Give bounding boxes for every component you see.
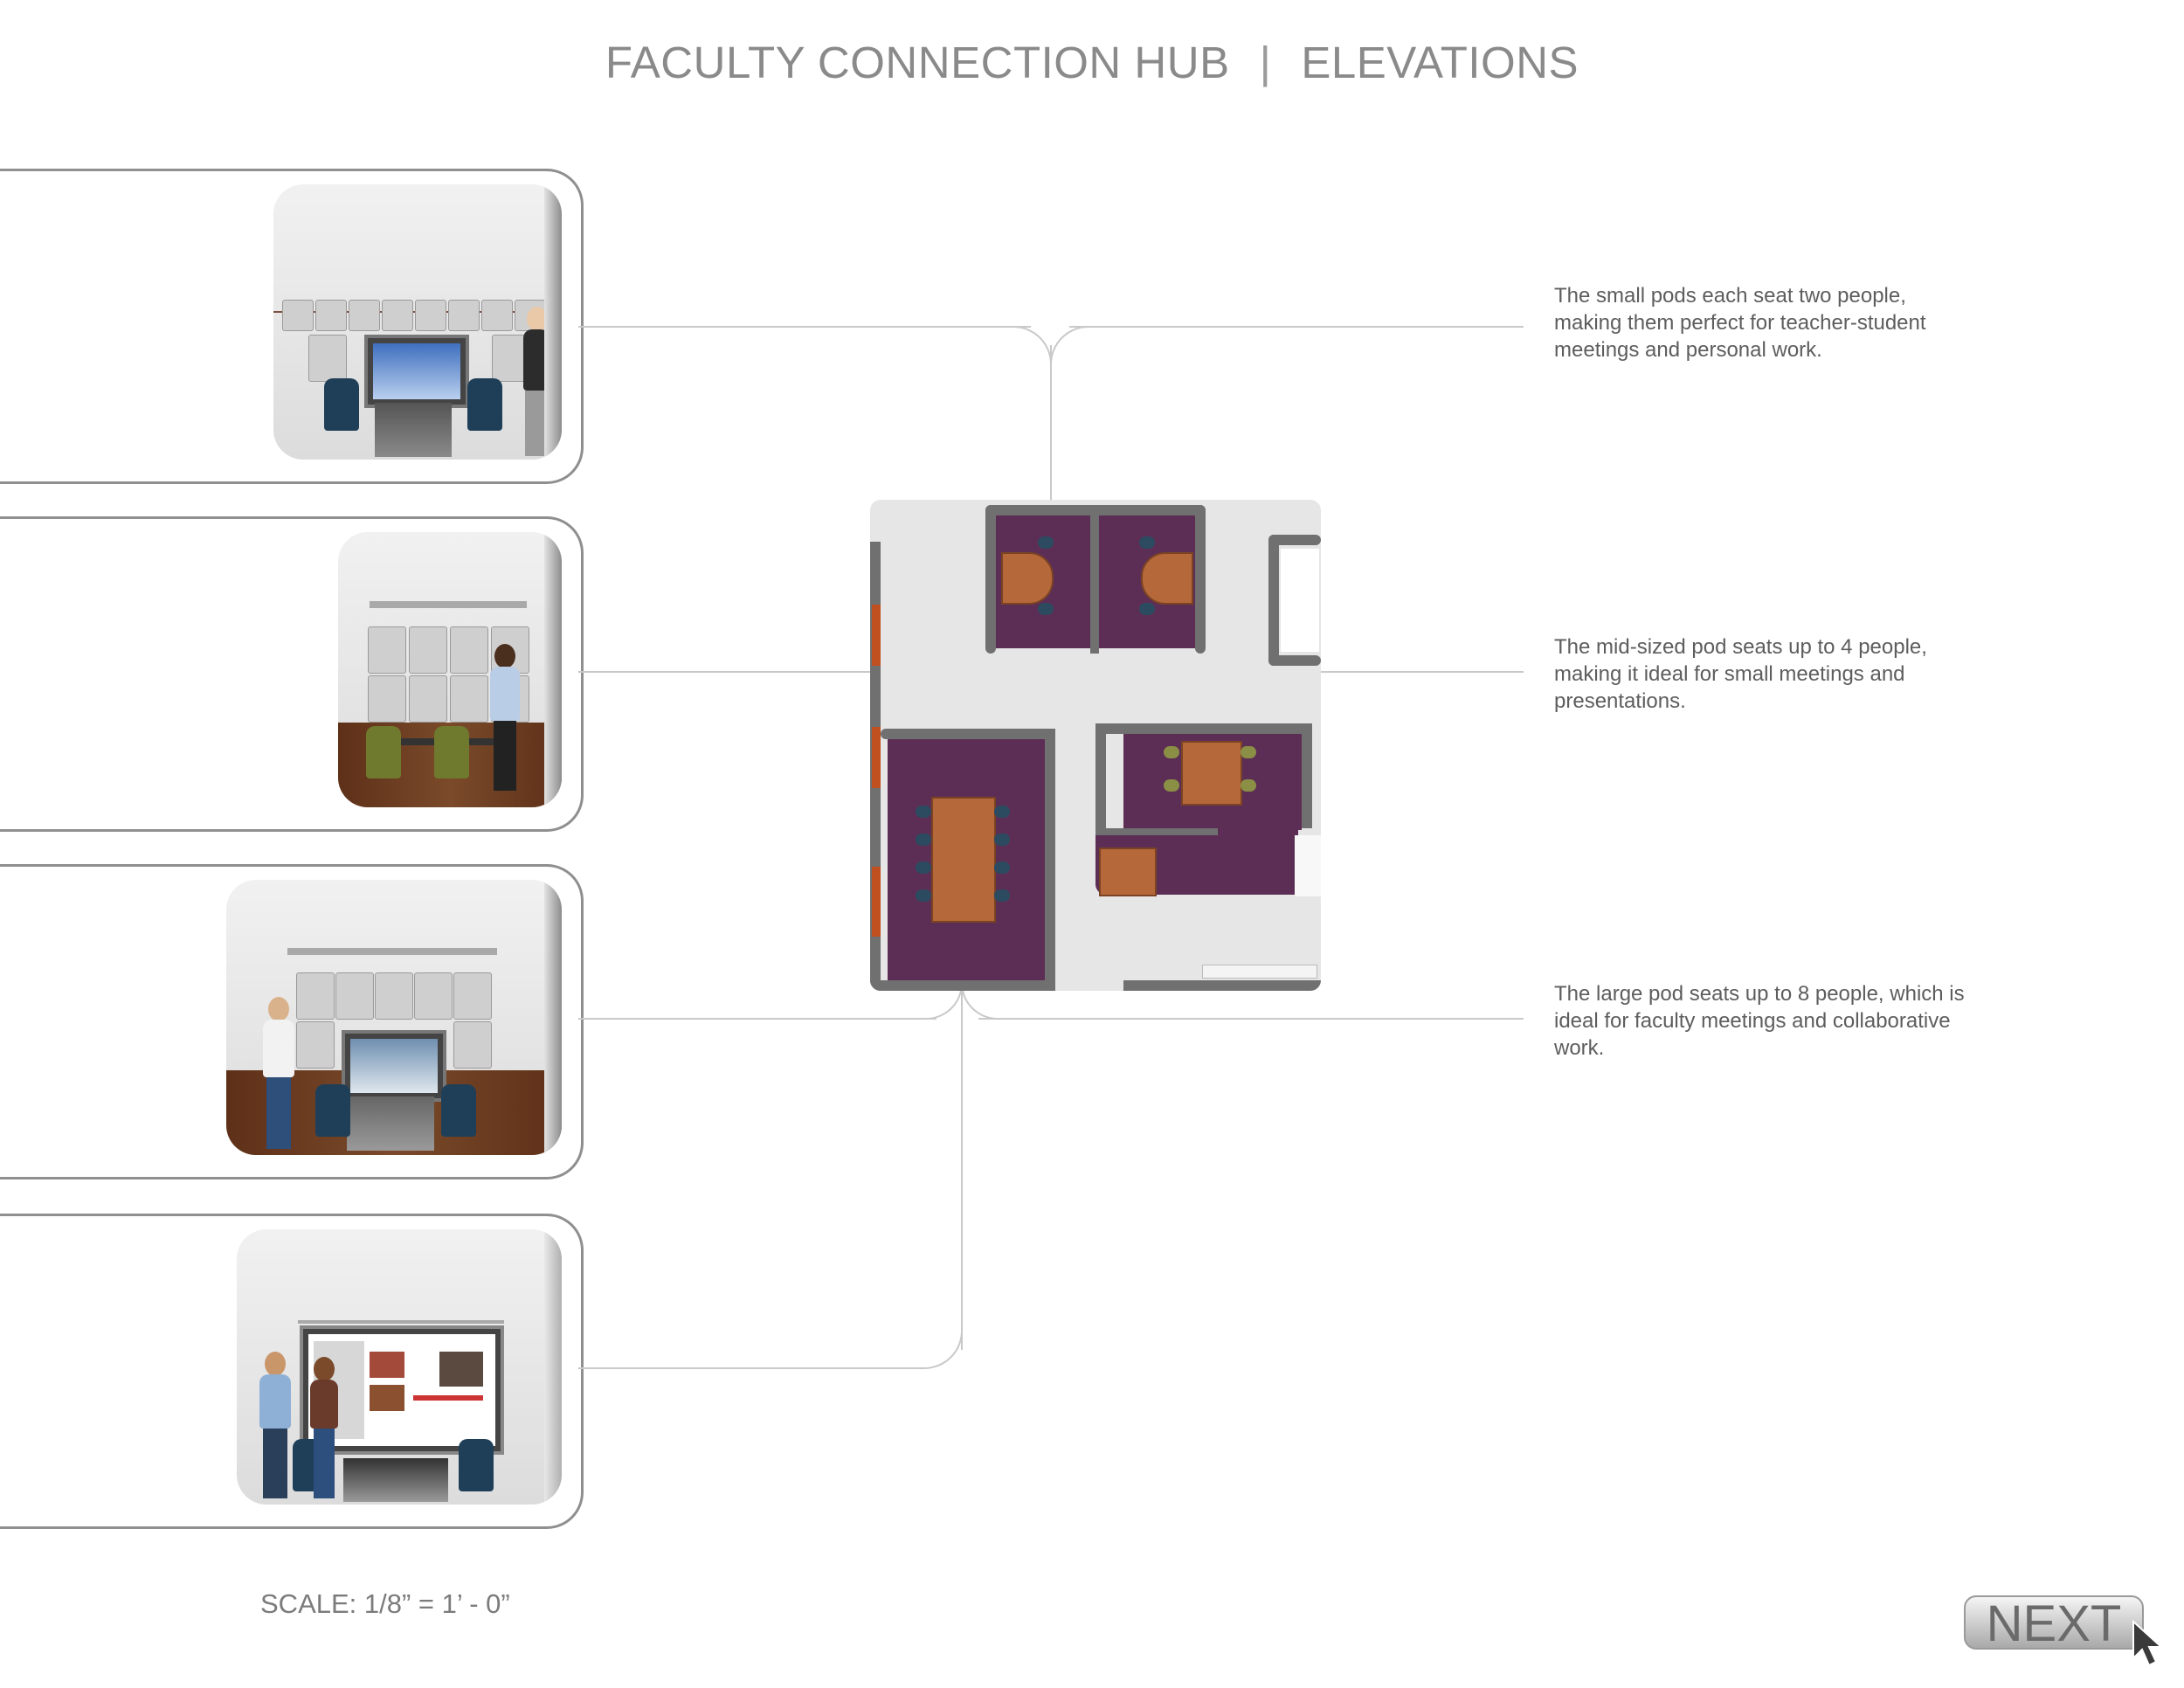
leader-curve xyxy=(1012,326,1052,366)
leader-curve xyxy=(924,1329,963,1369)
person-figure xyxy=(487,644,523,801)
scale-label: SCALE: 1/8” = 1’ - 0” xyxy=(260,1588,510,1619)
arrow-cursor-icon xyxy=(2132,1620,2164,1667)
description-mid-pod: The mid-sized pod seats up to 4 people, … xyxy=(1554,635,1927,713)
elevation-render-mid-pod xyxy=(338,532,562,807)
next-button[interactable]: NEXT xyxy=(1964,1595,2144,1651)
leader-line xyxy=(578,326,1031,328)
floor-plan xyxy=(870,500,1321,991)
title-left: FACULTY CONNECTION HUB xyxy=(605,38,1230,87)
elevation-panel-large-pod[interactable] xyxy=(0,864,584,1180)
description-large-pod: The large pod seats up to 8 people, whic… xyxy=(1554,982,1965,1060)
elevation-render-large-pod xyxy=(226,880,562,1155)
leader-line xyxy=(961,983,963,1350)
title-right: ELEVATIONS xyxy=(1301,38,1579,87)
person-figure xyxy=(259,997,298,1154)
elevation-panel-presentation[interactable] xyxy=(0,1214,584,1529)
leader-line xyxy=(578,1367,924,1369)
leader-line xyxy=(578,1018,936,1020)
title-separator: | xyxy=(1259,38,1272,87)
elevation-render-presentation xyxy=(237,1229,562,1505)
leader-line xyxy=(1050,345,1052,577)
elevation-panel-small-pod[interactable] xyxy=(0,169,584,484)
leader-line xyxy=(1232,671,1524,673)
person-figure xyxy=(256,1352,294,1502)
elevation-panel-mid-pod[interactable] xyxy=(0,516,584,832)
description-small-pod: The small pods each seat two people, mak… xyxy=(1554,284,1926,362)
page-title: FACULTY CONNECTION HUB | ELEVATIONS xyxy=(0,37,2184,88)
leader-curve xyxy=(1050,326,1090,366)
leader-line xyxy=(1069,326,1524,328)
leader-line xyxy=(978,1018,1524,1020)
elevation-render-small-pod xyxy=(273,184,562,460)
person-figure xyxy=(307,1357,342,1502)
